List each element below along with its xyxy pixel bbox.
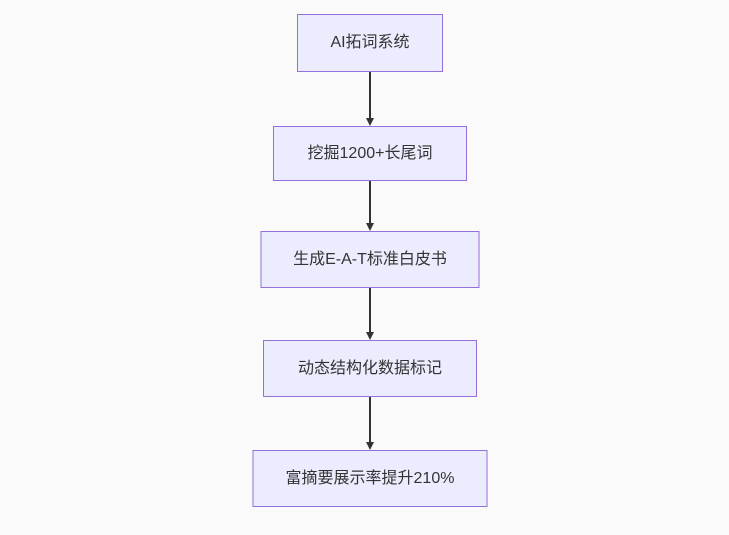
flow-arrow-1	[365, 72, 375, 126]
arrowhead-down-icon	[366, 442, 374, 450]
node-label: 生成E-A-T标准白皮书	[293, 250, 447, 268]
flowchart-node-rich-snippet-result: 富摘要展示率提升210%	[252, 450, 488, 507]
flow-arrow-3	[365, 288, 375, 340]
flowchart-node-longtail-mining: 挖掘1200+长尾词	[273, 126, 467, 181]
arrow-line	[369, 288, 371, 332]
arrow-line	[369, 72, 371, 118]
flowchart-node-structured-data: 动态结构化数据标记	[263, 340, 477, 397]
flowchart-node-eat-whitepaper: 生成E-A-T标准白皮书	[260, 231, 480, 288]
node-label: 动态结构化数据标记	[297, 359, 442, 377]
node-label: AI拓词系统	[330, 34, 410, 51]
flow-arrow-4	[365, 397, 375, 450]
node-label: 富摘要展示率提升210%	[285, 469, 455, 487]
arrowhead-down-icon	[366, 332, 374, 340]
arrowhead-down-icon	[366, 223, 374, 231]
flow-arrow-2	[365, 181, 375, 231]
arrow-line	[369, 181, 371, 223]
arrowhead-down-icon	[366, 118, 374, 126]
node-label: 挖掘1200+长尾词	[307, 144, 433, 162]
flowchart-node-ai-keyword-system: AI拓词系统	[297, 14, 443, 72]
arrow-line	[369, 397, 371, 442]
